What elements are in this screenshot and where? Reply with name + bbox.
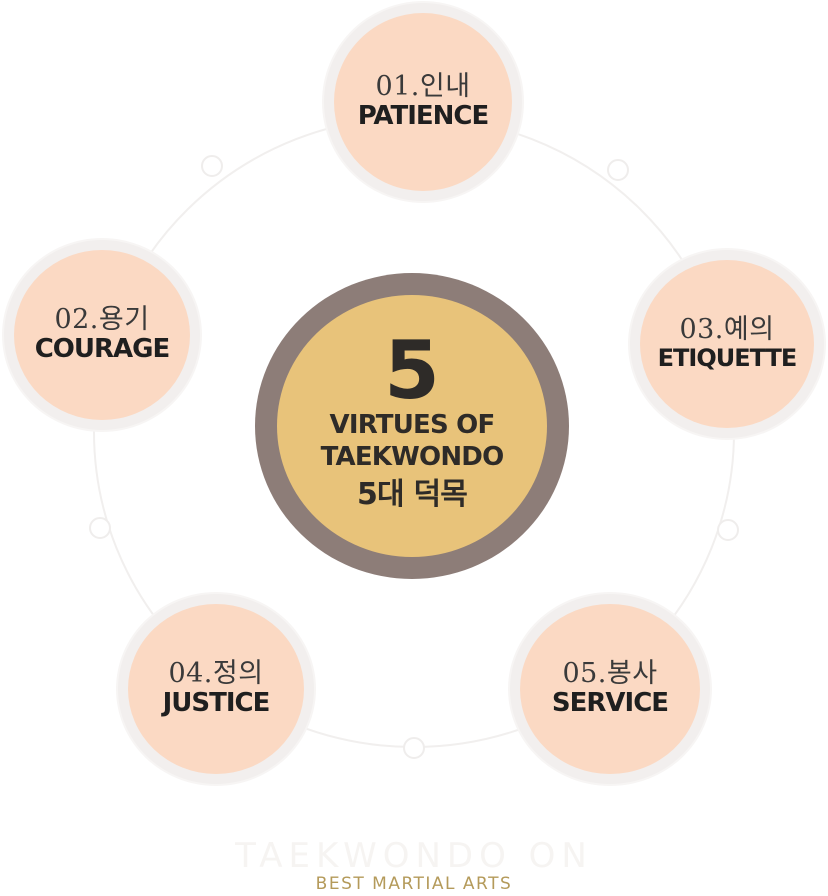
center-title-line1: VIRTUES OF bbox=[329, 409, 496, 440]
virtue-name: SERVICE bbox=[551, 687, 669, 718]
virtue-name: PATIENCE bbox=[357, 100, 490, 131]
center-badge: 5 VIRTUES OF TAEKWONDO 5대 덕목 bbox=[255, 273, 569, 579]
virtue-courage: 02.용기 COURAGE bbox=[4, 240, 200, 430]
brand-watermark: TAEKWONDO ON bbox=[235, 836, 593, 876]
ring-node bbox=[403, 737, 425, 759]
virtue-number: 04.정의 bbox=[168, 658, 264, 690]
center-core: 5 VIRTUES OF TAEKWONDO 5대 덕목 bbox=[277, 295, 547, 557]
center-number: 5 bbox=[384, 323, 440, 417]
virtue-number: 02.용기 bbox=[54, 304, 150, 336]
center-title-line2: TAEKWONDO bbox=[320, 442, 505, 473]
virtue-number: 01.인내 bbox=[375, 71, 471, 103]
virtue-justice: 04.정의 JUSTICE bbox=[118, 594, 314, 784]
ring-node bbox=[717, 519, 739, 541]
ring-node bbox=[89, 517, 111, 539]
virtue-patience: 01.인내 PATIENCE bbox=[324, 3, 522, 201]
virtue-service: 05.봉사 SERVICE bbox=[510, 594, 710, 784]
ring-node bbox=[607, 159, 629, 181]
virtue-name: COURAGE bbox=[34, 333, 171, 364]
ring-node bbox=[201, 155, 223, 177]
center-korean-title: 5대 덕목 bbox=[356, 476, 468, 512]
brand-tagline: BEST MARTIAL ARTS bbox=[315, 874, 513, 894]
virtue-name: ETIQUETTE bbox=[657, 344, 798, 373]
virtue-number: 03.예의 bbox=[679, 314, 775, 346]
virtue-number: 05.봉사 bbox=[562, 658, 658, 690]
virtue-name: JUSTICE bbox=[162, 687, 271, 718]
virtue-etiquette: 03.예의 ETIQUETTE bbox=[630, 250, 824, 438]
